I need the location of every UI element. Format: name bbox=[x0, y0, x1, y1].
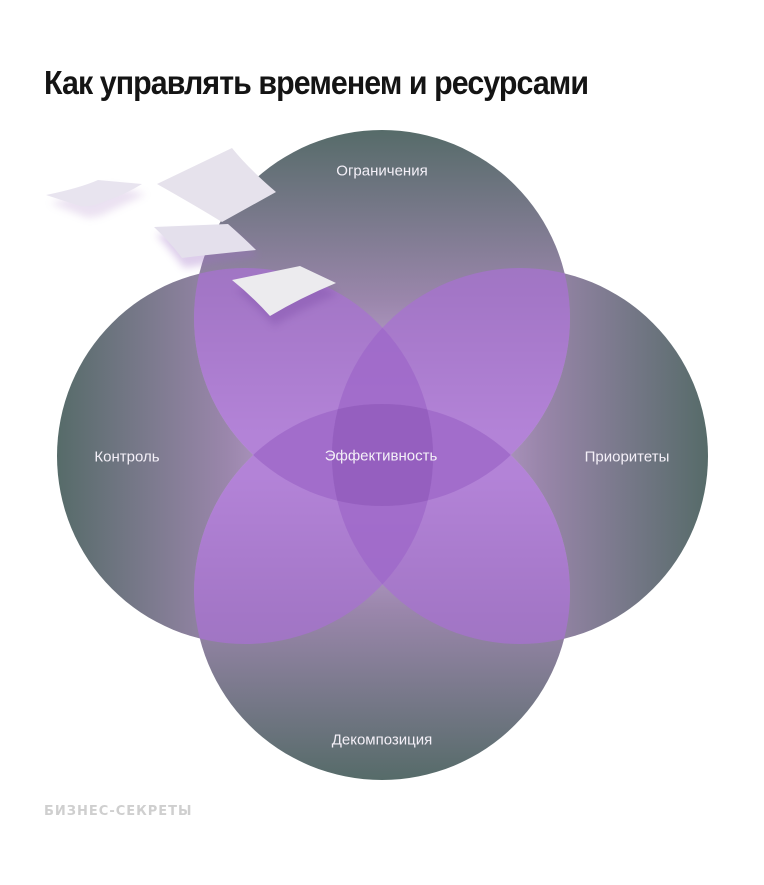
page-title: Как управлять временем и ресурсами bbox=[44, 64, 589, 101]
label-center: Эффективность bbox=[324, 447, 438, 465]
label-bottom: Декомпозиция bbox=[331, 731, 433, 749]
brand-logo: БИЗНЕС-СЕКРЕТЫ bbox=[44, 804, 193, 819]
label-right: Приоритеты bbox=[584, 448, 670, 466]
paper-sheets-decoration bbox=[46, 148, 338, 326]
label-left: Контроль bbox=[94, 448, 160, 466]
label-top: Ограничения bbox=[336, 162, 428, 180]
